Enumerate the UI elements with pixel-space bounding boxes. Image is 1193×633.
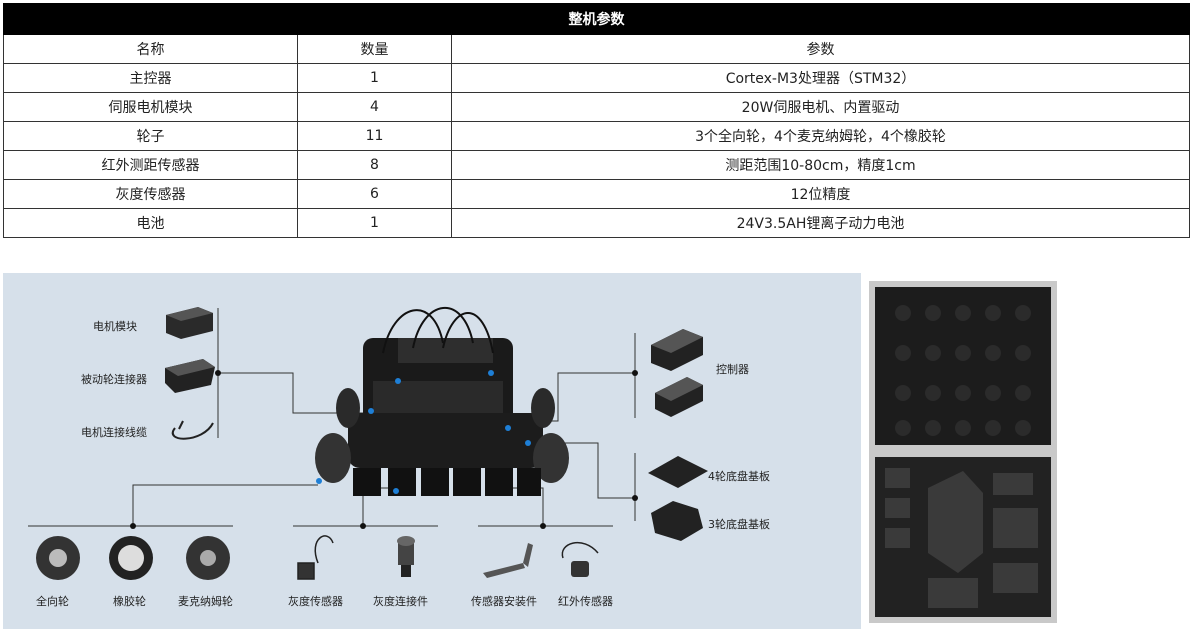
carrying-case-photo: [863, 273, 1061, 629]
ir-sensor-icon: [561, 541, 599, 577]
label-mecanum-wheel: 麦克纳姆轮: [178, 595, 233, 608]
header-quantity: 数量: [297, 34, 452, 64]
cell-name: 轮子: [3, 121, 298, 151]
label-sensor-mount: 传感器安装件: [471, 595, 537, 608]
cell-params: 24V3.5AH锂离子动力电池: [451, 208, 1190, 238]
rubber-wheel-icon: [109, 536, 153, 580]
chassis-4-icon: [648, 456, 708, 488]
cell-name: 红外测距传感器: [3, 150, 298, 180]
cell-name: 伺服电机模块: [3, 92, 298, 122]
cell-params: Cortex-M3处理器（STM32）: [451, 63, 1190, 93]
label-gray-sensor: 灰度传感器: [288, 595, 343, 608]
label-passive-wheel-connector: 被动轮连接器: [81, 373, 147, 386]
controller-icon: [651, 329, 703, 417]
header-params: 参数: [451, 34, 1190, 64]
cell-params: 测距范围10-80cm，精度1cm: [451, 150, 1190, 180]
table-row: 灰度传感器 6 12位精度: [3, 179, 1190, 209]
spec-table: 整机参数 名称 数量 参数 主控器 1 Cortex-M3处理器（STM32） …: [3, 3, 1190, 238]
label-omni-wheel: 全向轮: [36, 595, 69, 608]
mecanum-wheel-icon: [186, 536, 230, 580]
label-ir-sensor: 红外传感器: [558, 595, 613, 608]
table-row: 轮子 11 3个全向轮，4个麦克纳姆轮，4个橡胶轮: [3, 121, 1190, 151]
cell-quantity: 11: [297, 121, 452, 151]
cell-name: 灰度传感器: [3, 179, 298, 209]
cell-name: 电池: [3, 208, 298, 238]
cell-quantity: 6: [297, 179, 452, 209]
chassis-3-icon: [651, 501, 703, 541]
spec-table-title: 整机参数: [3, 3, 1190, 35]
sensor-mount-icon: [483, 543, 533, 578]
cell-params: 20W伺服电机、内置驱动: [451, 92, 1190, 122]
table-row: 红外测距传感器 8 测距范围10-80cm，精度1cm: [3, 150, 1190, 180]
cell-quantity: 1: [297, 63, 452, 93]
passive-wheel-connector-icon: [165, 359, 215, 393]
label-motor-module: 电机模块: [93, 320, 137, 333]
robot-icon: [315, 307, 569, 496]
gray-sensor-icon: [297, 535, 334, 580]
label-motor-cable: 电机连接线缆: [81, 426, 147, 439]
diagram-graphics: [28, 307, 708, 580]
label-chassis-4: 4轮底盘基板: [708, 470, 770, 483]
table-row: 伺服电机模块 4 20W伺服电机、内置驱动: [3, 92, 1190, 122]
cell-quantity: 8: [297, 150, 452, 180]
table-row: 电池 1 24V3.5AH锂离子动力电池: [3, 208, 1190, 238]
cell-name: 主控器: [3, 63, 298, 93]
cell-params: 3个全向轮，4个麦克纳姆轮，4个橡胶轮: [451, 121, 1190, 151]
cell-quantity: 1: [297, 208, 452, 238]
cell-params: 12位精度: [451, 179, 1190, 209]
cell-quantity: 4: [297, 92, 452, 122]
gray-connector-icon: [397, 536, 415, 577]
connector-dot: [215, 370, 221, 376]
motor-cable-icon: [171, 420, 214, 440]
robot-kit-diagram: 电机模块 被动轮连接器 电机连接线缆 控制器 4轮底盘基板 3轮底盘基板 全向轮…: [3, 273, 861, 629]
motor-module-icon: [166, 307, 213, 339]
omni-wheel-icon: [36, 536, 80, 580]
header-name: 名称: [3, 34, 298, 64]
label-gray-connector: 灰度连接件: [373, 595, 428, 608]
table-row: 主控器 1 Cortex-M3处理器（STM32）: [3, 63, 1190, 93]
label-chassis-3: 3轮底盘基板: [708, 518, 770, 531]
label-rubber-wheel: 橡胶轮: [113, 595, 146, 608]
label-controller: 控制器: [716, 363, 749, 376]
